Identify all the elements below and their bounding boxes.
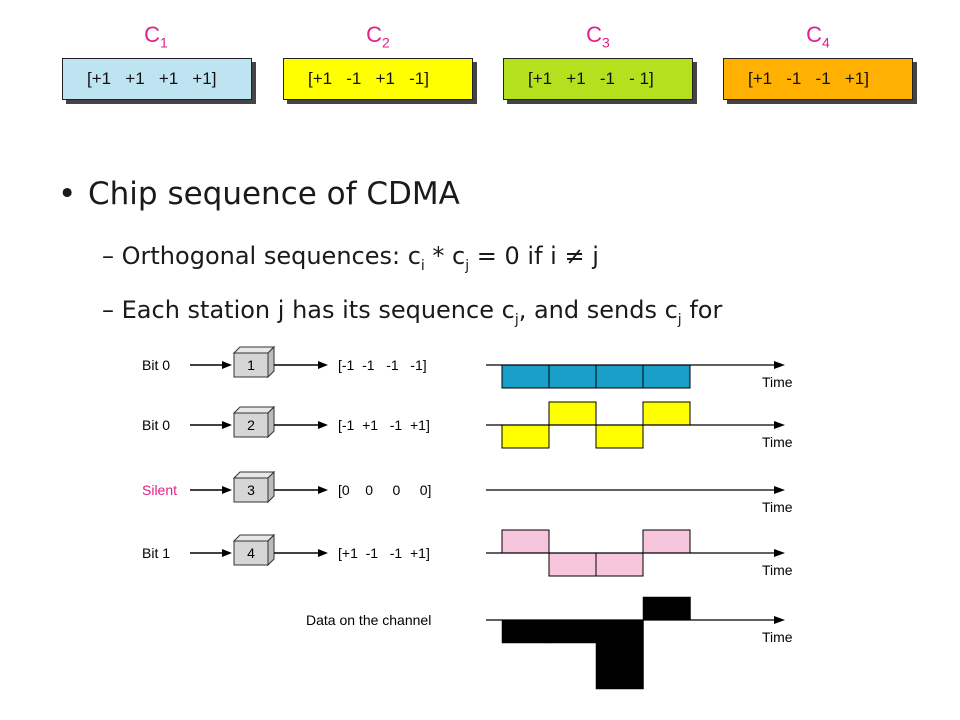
code-label-1: C1 [126, 22, 186, 50]
station-number: 2 [247, 417, 255, 433]
chip-sequence-label: [-1 -1 -1 -1] [338, 357, 427, 373]
station-number: 1 [247, 357, 255, 373]
sub1-sub-a: i [420, 257, 425, 274]
chip-bar [595, 552, 644, 577]
chip-sequence-label: [0 0 0 0] [338, 482, 431, 498]
station-box-top [232, 534, 276, 542]
arrow-head-icon [222, 549, 232, 557]
arrow-head-icon [774, 616, 785, 624]
arrow-head-icon [222, 361, 232, 369]
arrow-head-icon [774, 486, 785, 494]
station-box-side [267, 345, 275, 379]
station-box-side [267, 533, 275, 567]
arrow-head-icon [318, 361, 328, 369]
code-box-4: [+1 -1 -1 +1] [723, 58, 913, 100]
station-box-top [232, 406, 276, 414]
channel-chip-bar [501, 619, 550, 644]
time-label: Time [762, 562, 793, 578]
dash-icon: – [102, 242, 114, 270]
arrow-head-icon [774, 421, 785, 429]
arrow-head-icon [318, 421, 328, 429]
arrow-head-icon [774, 361, 785, 369]
input-label: Silent [142, 482, 177, 498]
sub-bullet-station: – Each station j has its sequence cj, an… [102, 296, 722, 328]
dash-icon: – [102, 296, 114, 324]
arrow-head-icon [318, 486, 328, 494]
code-label-sub: 2 [382, 34, 390, 51]
sub1-text-c: = 0 if i ≠ j [469, 242, 599, 270]
station-number: 4 [247, 545, 255, 561]
time-label: Time [762, 374, 793, 390]
station-box [233, 540, 269, 566]
chip-bar [501, 424, 550, 449]
code-label-sub: 4 [822, 34, 830, 51]
sub2-text-a: Each station j has its sequence c [121, 296, 515, 324]
bullet-main-text: Chip sequence of CDMA [88, 176, 460, 212]
code-label-2: C2 [348, 22, 408, 50]
code-label-main: C [806, 22, 823, 47]
code-label-main: C [144, 22, 161, 47]
time-label: Time [762, 434, 793, 450]
code-box-1: [+1 +1 +1 +1] [62, 58, 252, 100]
sub2-sub-a: j [514, 311, 519, 328]
channel-chip-bar [642, 596, 691, 621]
code-label-sub: 3 [602, 34, 610, 51]
code-box-3: [+1 +1 -1 - 1] [503, 58, 693, 100]
chip-bar [642, 401, 691, 426]
chip-bar [595, 364, 644, 389]
station-box-side [267, 405, 275, 439]
sub-bullet-orthogonal: – Orthogonal sequences: ci * cj = 0 if i… [102, 242, 599, 274]
arrow-head-icon [774, 549, 785, 557]
sub1-text-b: * c [424, 242, 466, 270]
time-label: Time [762, 499, 793, 515]
chip-bar [642, 529, 691, 554]
bullet-dot-icon: • [58, 176, 77, 212]
chip-bar [595, 424, 644, 449]
sub2-sub-b: j [677, 311, 682, 328]
code-box-2: [+1 -1 +1 -1] [283, 58, 473, 100]
time-label: Time [762, 629, 793, 645]
station-box-top [232, 346, 276, 354]
station-box-side [267, 470, 275, 504]
chip-bar [548, 401, 597, 426]
station-box [233, 412, 269, 438]
input-label: Bit 1 [142, 545, 170, 561]
station-box [233, 477, 269, 503]
station-number: 3 [247, 482, 255, 498]
sub1-text-a: Orthogonal sequences: c [121, 242, 421, 270]
input-label: Bit 0 [142, 357, 170, 373]
code-label-4: C4 [788, 22, 848, 50]
chip-bar [548, 552, 597, 577]
channel-chip-bar [548, 619, 597, 644]
input-label: Bit 0 [142, 417, 170, 433]
sub2-text-b: , and sends c [518, 296, 678, 324]
station-box [233, 352, 269, 378]
channel-chip-bar [595, 619, 644, 690]
arrow-head-icon [222, 421, 232, 429]
code-label-3: C3 [568, 22, 628, 50]
arrow-head-icon [222, 486, 232, 494]
code-label-main: C [366, 22, 383, 47]
chip-bar [501, 529, 550, 554]
chip-sequence-label: [+1 -1 -1 +1] [338, 545, 430, 561]
chip-bar [501, 364, 550, 389]
chip-bar [548, 364, 597, 389]
sub1-sub-b: j [465, 257, 470, 274]
chip-sequence-label: [-1 +1 -1 +1] [338, 417, 430, 433]
code-label-sub: 1 [160, 34, 168, 51]
arrow-head-icon [318, 549, 328, 557]
channel-label: Data on the channel [306, 612, 431, 628]
bullet-main: • Chip sequence of CDMA [58, 176, 460, 212]
code-label-main: C [586, 22, 603, 47]
chip-bar [642, 364, 691, 389]
station-box-top [232, 471, 276, 479]
sub2-text-c: for [681, 296, 723, 324]
